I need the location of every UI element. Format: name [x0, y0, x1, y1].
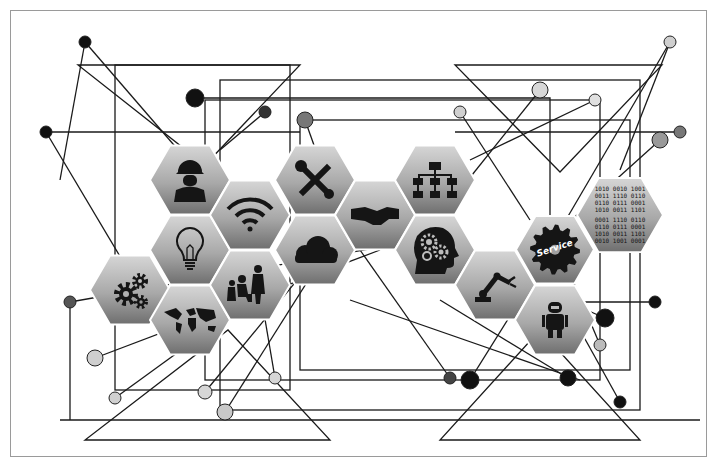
gears-icon [117, 275, 146, 307]
hexagon-tile [210, 250, 290, 319]
binary-hexagon: 1010 0010 1001 0011 1110 0110 0110 0111 … [576, 177, 664, 253]
worker-icon [174, 160, 206, 202]
head-gears-icon [414, 227, 459, 274]
bulb-icon [177, 228, 203, 269]
robot-icon [542, 302, 568, 338]
hexagon-tiles [90, 145, 595, 354]
hexagon-tile [515, 285, 595, 354]
hexagon-tile [395, 145, 475, 214]
binary-code: 1010 0010 1001 0011 1110 0110 0110 0111 … [593, 185, 647, 213]
org-chart-icon [413, 162, 457, 198]
tools-icon [295, 160, 334, 199]
frame [11, 11, 707, 457]
network-dots [40, 36, 686, 420]
network-lines [46, 42, 700, 440]
cloud-icon [295, 236, 338, 263]
hexagon-tile [210, 180, 290, 249]
wifi-icon [228, 199, 272, 231]
people-icon [227, 265, 265, 304]
robot-arm-icon [475, 273, 516, 303]
world-map-icon [164, 308, 216, 334]
binary-code: 0001 1110 0110 0110 0111 0001 1010 0011 … [593, 216, 647, 244]
gear-icon [530, 225, 580, 275]
icons [117, 160, 568, 338]
handshake-icon [351, 207, 399, 225]
